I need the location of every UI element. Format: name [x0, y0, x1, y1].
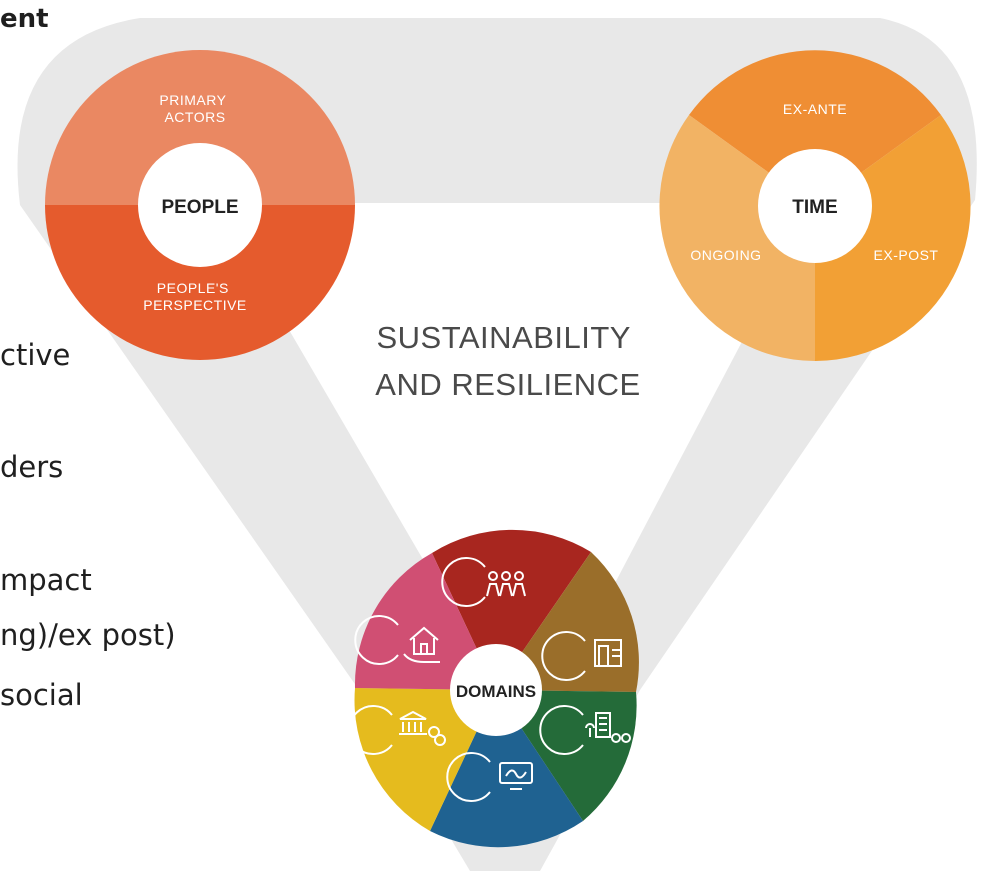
domains-hub-label: DOMAINS [456, 682, 536, 701]
finance-bank-icon [348, 705, 446, 755]
domain-segment-digital [430, 690, 583, 848]
domains-hub [450, 644, 542, 736]
people-segment-perspective [45, 205, 355, 360]
time-hub-label: TIME [792, 197, 837, 218]
people-circle: PEOPLE PRIMARY ACTORS PEOPLE'S PERSPECTI… [45, 50, 355, 360]
digital-screen-icon [446, 752, 533, 802]
bullet-text-2: ders [0, 450, 64, 484]
time-segment-ex-ante [689, 50, 941, 207]
city-transport-icon [539, 705, 631, 755]
triangle-band-inner [215, 203, 815, 640]
bullet-text-3: mpact [0, 563, 92, 597]
bullet-text-4: ng)/ex post) [0, 618, 176, 652]
domains-circle: DOMAINS [348, 529, 639, 848]
domain-segment-urban [496, 690, 637, 821]
domain-segment-territory [496, 552, 639, 692]
people-segment-primary-actors-label: PRIMARY ACTORS [159, 92, 230, 125]
domain-segment-people [432, 529, 591, 690]
housing-care-icon [354, 615, 440, 665]
people-segment-perspective-label: PEOPLE'S PERSPECTIVE [143, 280, 247, 313]
slide-heading-fragment: ent [0, 4, 49, 34]
domain-segment-finance [354, 688, 496, 831]
time-segment-ex-post [815, 115, 971, 362]
people-hub-label: PEOPLE [161, 197, 238, 218]
people-segment-primary-actors [45, 50, 355, 205]
building-map-icon [541, 631, 622, 681]
time-hub [758, 149, 872, 263]
time-segment-ex-ante-label: EX-ANTE [783, 101, 847, 117]
people-hub [138, 143, 262, 267]
time-segment-ex-post-label: EX-POST [874, 247, 939, 263]
time-segment-ongoing-label: ONGOING [690, 247, 761, 263]
domain-segment-housing [354, 553, 496, 690]
bullet-text-5: social [0, 678, 83, 712]
people-group-icon [441, 557, 526, 607]
center-title: SUSTAINABILITY AND RESILIENCE [375, 320, 640, 402]
bullet-text-1: ctive [0, 338, 71, 372]
time-circle: TIME EX-ANTE EX-POST ONGOING [659, 50, 971, 362]
time-segment-ongoing [659, 115, 815, 362]
